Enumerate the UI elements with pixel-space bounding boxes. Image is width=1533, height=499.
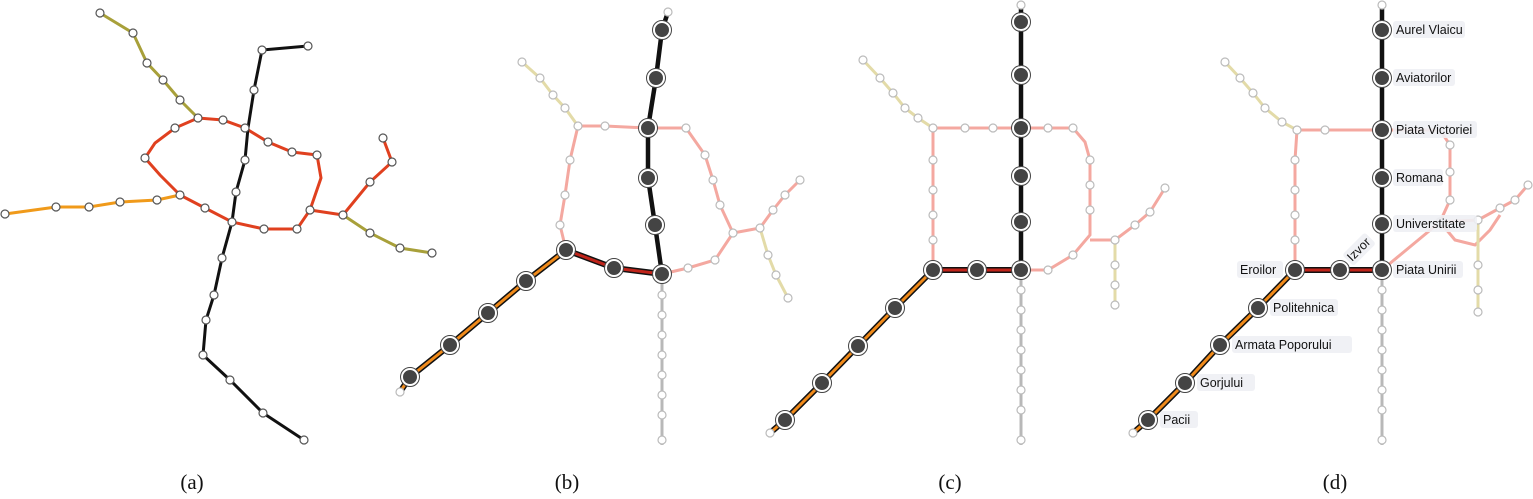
panel-b-focus-station-rings [400,20,672,387]
panel-d-caption: (d) [1323,470,1348,494]
station-label-universtitate: Universtitate [1396,217,1466,231]
red-loop-line [143,116,323,231]
faded-red-east [732,178,802,235]
panel-a-caption: (a) [180,470,203,494]
panel-b-caption: (b) [555,470,580,494]
panel-d-station-labels: Aurel Vlaicu Aviatorilor Piata Victoriei… [1160,21,1477,428]
panel-b-focus-stations [401,21,671,386]
station-label-gorjului: Gorjului [1200,376,1243,390]
panel-d-labeled-layout: Aurel Vlaicu Aviatorilor Piata Victoriei… [1128,0,1533,445]
panel-a-stations [0,8,437,445]
faded-red-loop [931,126,1092,272]
station-label-politehnica: Politehnica [1273,301,1334,315]
panel-d-focus-station-rings [1138,20,1392,430]
station-label-armata-poporului: Armata Poporului [1235,338,1332,352]
panel-b-light-stations [395,7,805,445]
panel-c-octilinear-layout [765,0,1170,445]
panel-c-focus-station-rings [775,12,1031,430]
panel-d-focus-stations [1139,21,1391,429]
panel-c-light-stations [765,0,1170,445]
panel-c-focus-stations [776,13,1030,429]
black-line-highlight [645,11,671,275]
red-line-east [309,137,394,217]
station-label-eroilor: Eroilor [1240,263,1276,277]
faded-olive-east [758,227,790,299]
station-label-aviatorilor: Aviatorilor [1396,71,1451,85]
faded-red-east-2 [1438,214,1502,247]
station-label-pacii: Pacii [1163,413,1190,427]
faded-olive-line-nw [1223,60,1298,132]
station-label-piata-unirii: Piata Unirii [1396,263,1456,277]
panel-c-caption: (c) [938,470,961,494]
station-label-aurel-vlaicu: Aurel Vlaicu [1396,23,1463,37]
station-label-romana: Romana [1396,171,1443,185]
panel-a-original-layout [0,8,437,445]
faded-red-loop [1293,128,1452,272]
olive-line-east [342,213,433,255]
panel-b-focus-layout [395,7,805,445]
black-line [201,44,309,442]
station-label-piata-victoriei: Piata Victoriei [1396,123,1472,137]
